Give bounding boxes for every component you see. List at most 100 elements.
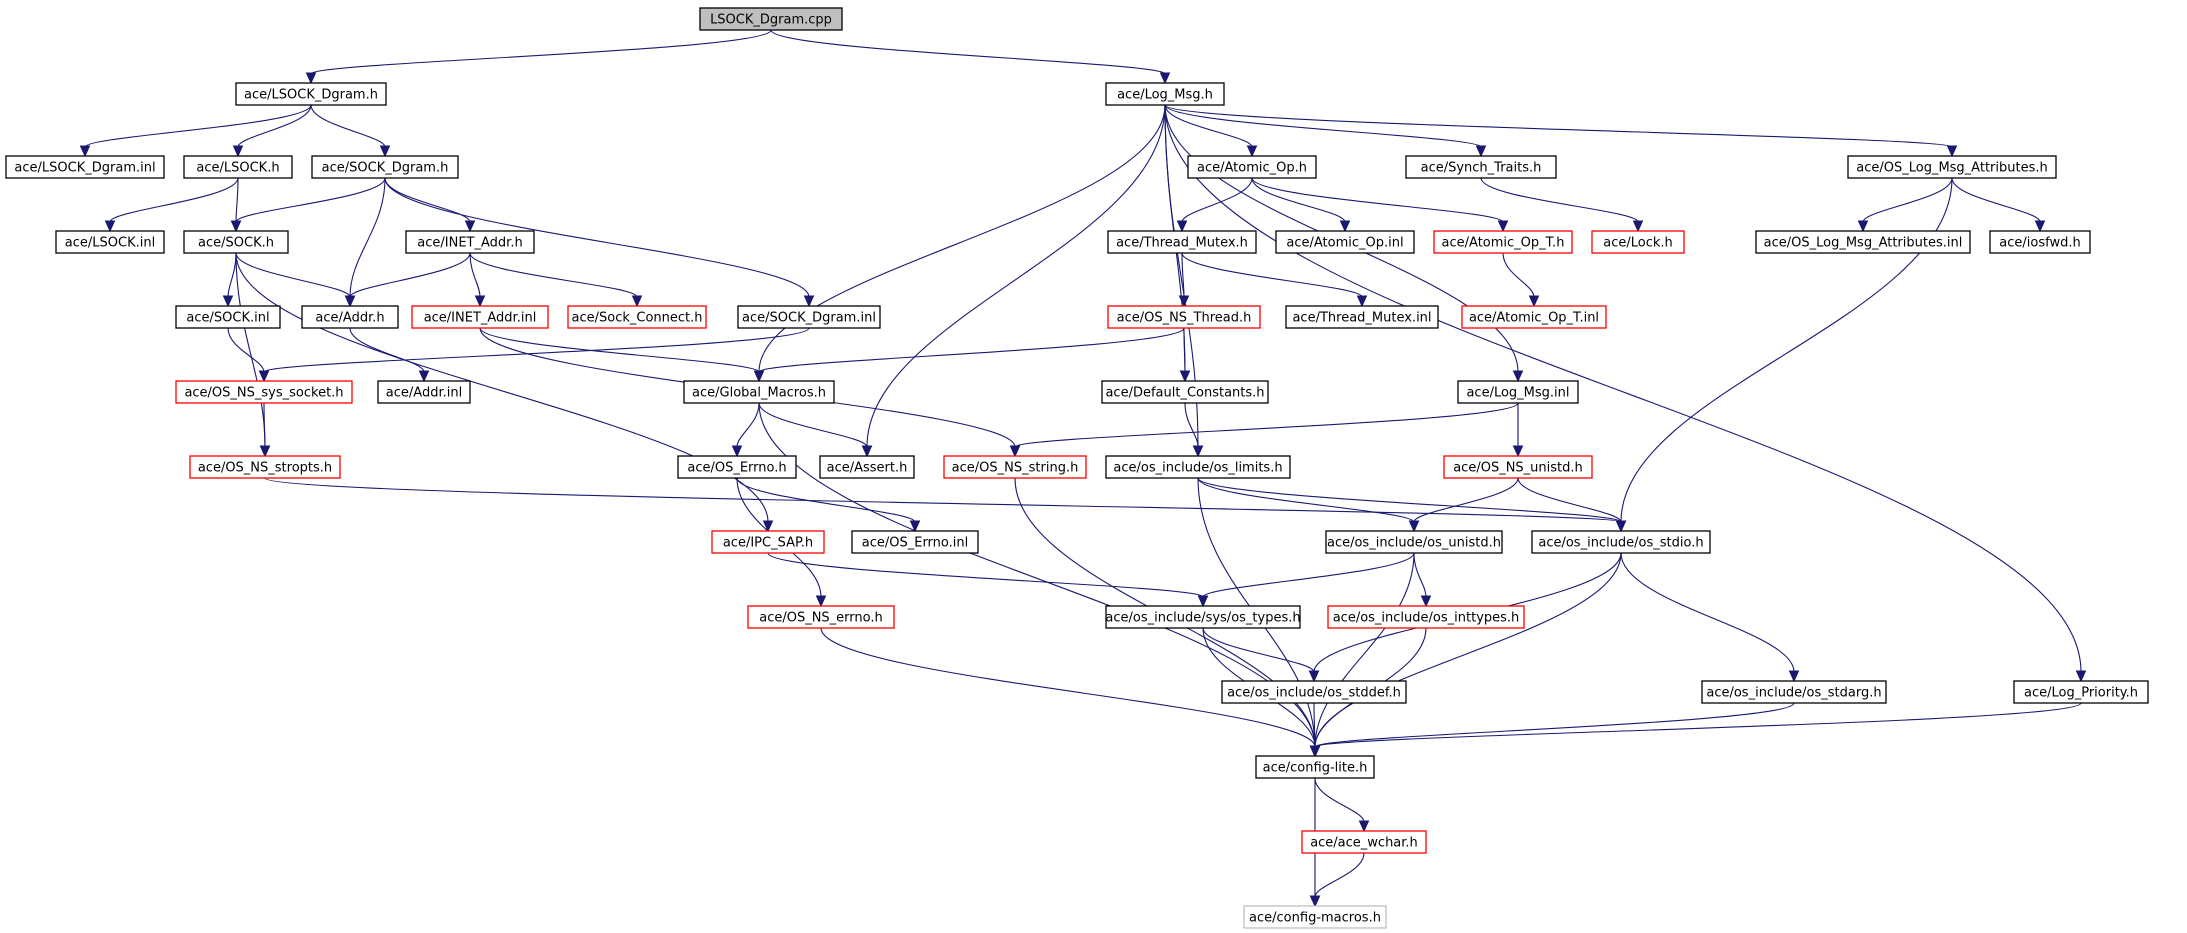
- node-atomic-op-t-inl[interactable]: ace/Atomic_Op_T.inl: [1461, 305, 1607, 329]
- edge-log_msg_inl-to-os_ns_string_h: [1009, 402, 1519, 458]
- node-atomic-op-t-h[interactable]: ace/Atomic_Op_T.h: [1433, 230, 1573, 254]
- node-lsock-dgram-h[interactable]: ace/LSOCK_Dgram.h: [235, 82, 387, 106]
- node-lsock-inl[interactable]: ace/LSOCK.inl: [55, 230, 165, 254]
- node-lock-h[interactable]: ace/Lock.h: [1591, 230, 1685, 254]
- node-os-limits-h[interactable]: ace/os_include/os_limits.h: [1105, 455, 1291, 479]
- edge-inet_addr_h-to-addr_h: [344, 252, 471, 308]
- edge-arrowhead: [1308, 670, 1320, 683]
- edge-arrowhead: [474, 295, 486, 308]
- node-os-stdio-h[interactable]: ace/os_include/os_stdio.h: [1531, 530, 1711, 554]
- node-os-errno-inl[interactable]: ace/OS_Errno.inl: [851, 530, 979, 554]
- edge-arrowhead: [1408, 520, 1420, 533]
- edge-global_macros_h-to-os_errno_h: [731, 402, 760, 458]
- node-os-types-h[interactable]: ace/os_include/sys/os_types.h: [1105, 605, 1301, 629]
- edge-arrowhead: [1615, 520, 1627, 533]
- node-label: ace/config-macros.h: [1249, 911, 1381, 926]
- node-iosfwd-h[interactable]: ace/iosfwd.h: [1989, 230, 2091, 254]
- edge-arrowhead: [1946, 145, 1958, 158]
- node-os-ns-sys-socket-h[interactable]: ace/OS_NS_sys_socket.h: [175, 380, 353, 404]
- edge-os_types_h-to-os_stddef_h: [1202, 627, 1320, 683]
- node-config-macros-h[interactable]: ace/config-macros.h: [1243, 905, 1387, 929]
- edge-sock_dgram_h-to-sock_dgram_inl: [384, 177, 815, 308]
- node-os-log-msg-attr-h[interactable]: ace/OS_Log_Msg_Attributes.h: [1847, 155, 2057, 179]
- node-box: [747, 605, 895, 629]
- edge-arrowhead: [1512, 445, 1524, 458]
- node-label: ace/os_include/sys/os_types.h: [1105, 611, 1300, 626]
- node-label: ace/OS_NS_stropts.h: [198, 461, 332, 476]
- node-root: LSOCK_Dgram.cpp: [699, 7, 843, 31]
- node-atomic-op-inl[interactable]: ace/Atomic_Op.inl: [1275, 230, 1415, 254]
- node-default-constants-h[interactable]: ace/Default_Constants.h: [1101, 380, 1269, 404]
- node-lsock-dgram-inl[interactable]: ace/LSOCK_Dgram.inl: [5, 155, 165, 179]
- node-atomic-op-h[interactable]: ace/Atomic_Op.h: [1187, 155, 1317, 179]
- node-box: [737, 305, 881, 329]
- node-config-lite-h[interactable]: ace/config-lite.h: [1255, 755, 1375, 779]
- edge-thread_mutex_h-to-os_ns_thread_h: [1178, 252, 1190, 308]
- node-addr-inl[interactable]: ace/Addr.inl: [377, 380, 471, 404]
- node-os-ns-thread-h[interactable]: ace/OS_NS_Thread.h: [1107, 305, 1261, 329]
- edge-lsock_dgram_h-to-lsock_h: [232, 104, 312, 158]
- edge-sock_dgram_h-to-sock_h: [230, 177, 386, 233]
- node-os-ns-errno-h[interactable]: ace/OS_NS_errno.h: [747, 605, 895, 629]
- node-assert-h[interactable]: ace/Assert.h: [819, 455, 915, 479]
- node-os-unistd-h[interactable]: ace/os_include/os_unistd.h: [1325, 530, 1503, 554]
- edge-arrowhead: [762, 520, 774, 533]
- node-box: [1847, 155, 2057, 179]
- edge-arrowhead: [258, 370, 270, 383]
- node-label: ace/Addr.inl: [386, 386, 462, 401]
- node-lsock-h[interactable]: ace/LSOCK.h: [183, 155, 293, 179]
- node-os-inttypes-h[interactable]: ace/os_include/os_inttypes.h: [1327, 605, 1525, 629]
- edge-arrowhead: [1632, 220, 1644, 233]
- node-os-stddef-h[interactable]: ace/os_include/os_stddef.h: [1221, 680, 1407, 704]
- node-label: ace/Assert.h: [827, 461, 908, 476]
- node-box: [1457, 380, 1579, 404]
- edge-os_unistd_h-to-os_inttypes_h: [1413, 552, 1432, 608]
- node-layer: LSOCK_Dgram.cpp ace/LSOCK_Dgram.h ace/Log_…: [5, 7, 2149, 929]
- node-box: [1989, 230, 2091, 254]
- node-os-stdarg-h[interactable]: ace/os_include/os_stdarg.h: [1701, 680, 1887, 704]
- node-label: ace/OS_Errno.inl: [862, 536, 968, 551]
- node-label: ace/Sock_Connect.h: [572, 311, 703, 326]
- edge-os_stdio_h-to-config_lite_h: [1309, 552, 1622, 758]
- node-global-macros-h[interactable]: ace/Global_Macros.h: [683, 380, 835, 404]
- node-box: [699, 7, 843, 31]
- node-log-msg-inl[interactable]: ace/Log_Msg.inl: [1457, 380, 1579, 404]
- edge-log_msg_h-to-log_priority_h: [1164, 104, 2087, 683]
- node-label: ace/Addr.h: [315, 311, 384, 326]
- edge-arrowhead: [1857, 220, 1869, 233]
- edge-arrowhead: [1179, 370, 1191, 383]
- node-inet-addr-inl[interactable]: ace/INET_Addr.inl: [411, 305, 549, 329]
- node-addr-h[interactable]: ace/Addr.h: [301, 305, 399, 329]
- node-sock-h[interactable]: ace/SOCK.h: [183, 230, 289, 254]
- edge-arrowhead: [2075, 670, 2087, 683]
- node-thread-mutex-h[interactable]: ace/Thread_Mutex.h: [1107, 230, 1257, 254]
- edge-root-to-log_msg_h: [770, 29, 1171, 85]
- node-box: [1285, 305, 1439, 329]
- node-sock-dgram-h[interactable]: ace/SOCK_Dgram.h: [311, 155, 459, 179]
- node-log-priority-h[interactable]: ace/Log_Priority.h: [2013, 680, 2149, 704]
- node-label: ace/Atomic_Op.h: [1197, 161, 1307, 176]
- node-ipc-sap-h[interactable]: ace/IPC_SAP.h: [711, 530, 825, 554]
- edge-os_stdio_h-to-os_stdarg_h: [1620, 552, 1800, 683]
- node-box: [819, 455, 915, 479]
- node-box: [1255, 755, 1375, 779]
- node-ace-wchar-h[interactable]: ace/ace_wchar.h: [1301, 830, 1427, 854]
- edge-global_macros_h-to-assert_h: [758, 402, 873, 458]
- node-os-log-msg-attr-inl[interactable]: ace/OS_Log_Msg_Attributes.inl: [1755, 230, 1971, 254]
- node-synch-traits-h[interactable]: ace/Synch_Traits.h: [1405, 155, 1557, 179]
- edge-arrowhead: [2034, 220, 2046, 233]
- node-os-errno-h[interactable]: ace/OS_Errno.h: [677, 455, 797, 479]
- node-sock-dgram-inl[interactable]: ace/SOCK_Dgram.inl: [737, 305, 881, 329]
- node-box: [1105, 82, 1225, 106]
- node-sock-inl[interactable]: ace/SOCK.inl: [175, 305, 281, 329]
- node-os-ns-unistd-h[interactable]: ace/OS_NS_unistd.h: [1443, 455, 1593, 479]
- edge-arrowhead: [1176, 220, 1188, 233]
- edge-arrowhead: [731, 445, 743, 458]
- node-thread-mutex-inl[interactable]: ace/Thread_Mutex.inl: [1285, 305, 1439, 329]
- node-os-ns-stropts-h[interactable]: ace/OS_NS_stropts.h: [189, 455, 341, 479]
- node-inet-addr-h[interactable]: ace/INET_Addr.h: [405, 230, 535, 254]
- node-sock-connect-h[interactable]: ace/Sock_Connect.h: [567, 305, 707, 329]
- node-log-msg-h[interactable]: ace/Log_Msg.h: [1105, 82, 1225, 106]
- node-os-ns-string-h[interactable]: ace/OS_NS_string.h: [943, 455, 1087, 479]
